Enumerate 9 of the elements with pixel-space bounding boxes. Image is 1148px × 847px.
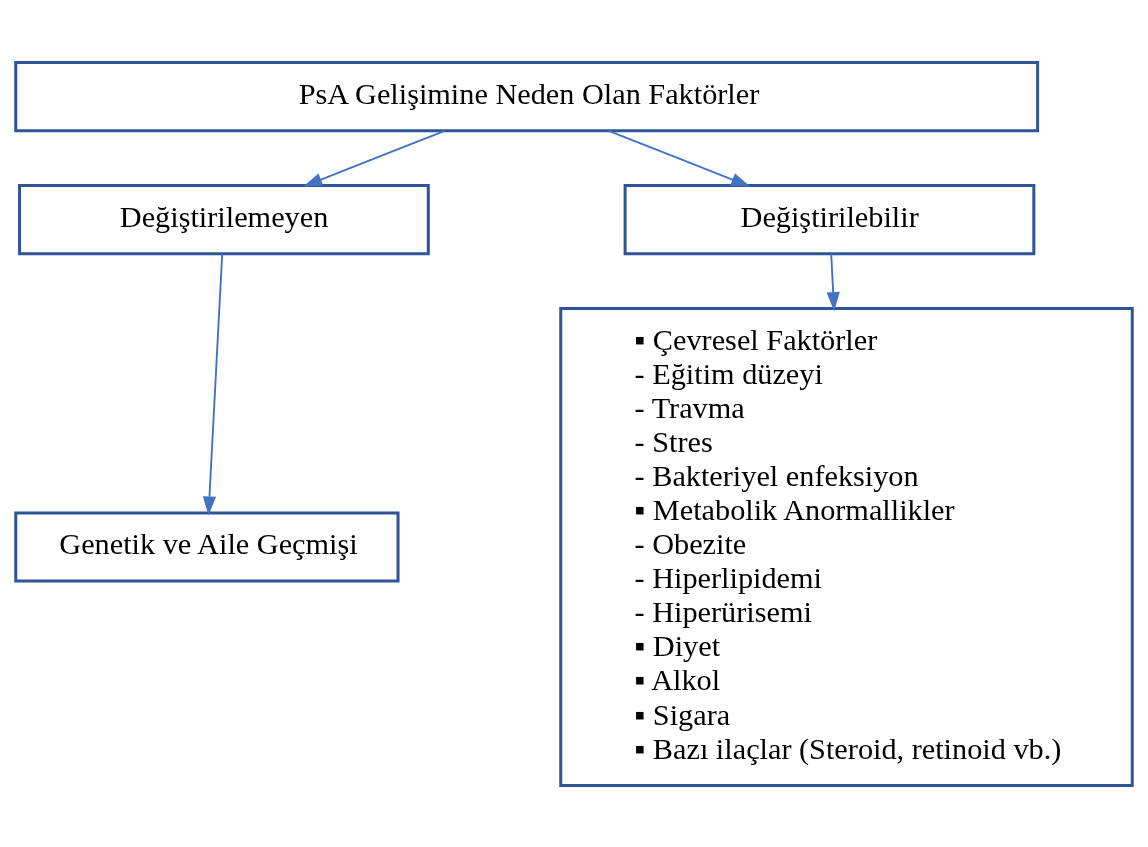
arrow	[607, 129, 751, 186]
arrow	[303, 129, 446, 186]
arrow	[202, 252, 224, 515]
node-box: PsA Gelişimine Neden Olan Faktörler	[14, 60, 1040, 132]
node-box: Değiştirilemeyen	[18, 183, 430, 255]
node-box: ▪ Çevresel Faktörler - Eğitim düzeyi - Travma - Stres - Bakteriyel enfeksiyon ▪ Metabolik Anormallikler - Obezite - Hiperlipidemi - Hiperürisemi ▪ Diyet ▪ Alkol ▪ Sigara ▪ Bazı ilaçlar (Steroid, retinoid vb.)	[559, 306, 1134, 787]
node-box: Genetik ve Aile Geçmişi	[14, 510, 400, 583]
arrow	[826, 252, 840, 311]
node-box: Değiştirilebilir	[623, 183, 1036, 255]
